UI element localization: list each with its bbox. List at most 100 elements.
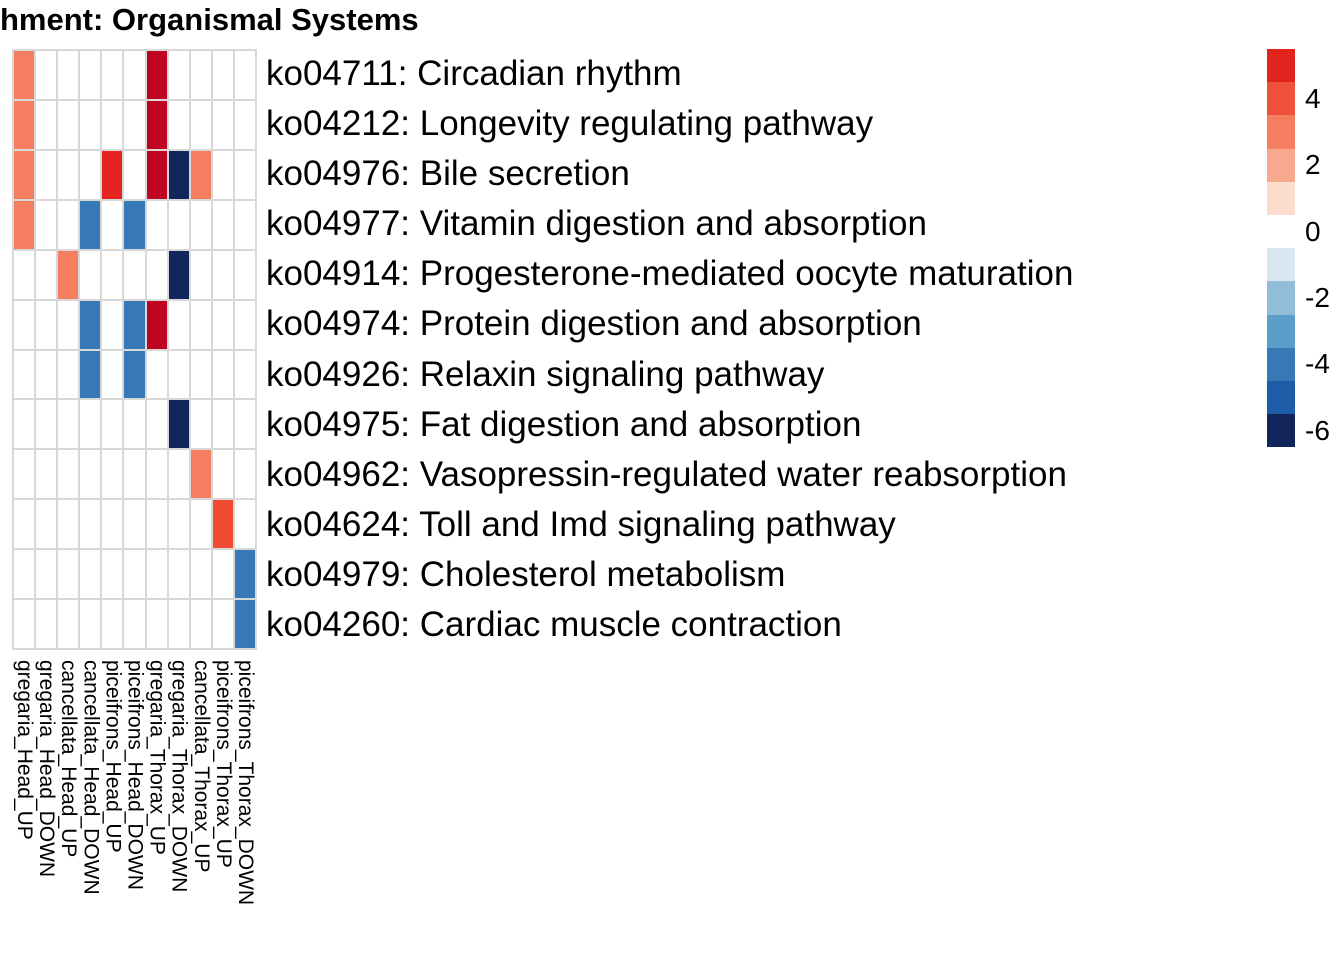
heatmap-cell-empty [58,51,79,99]
heatmap-cell-empty [14,500,35,549]
heatmap-cell-empty [58,100,79,149]
heatmap-cell-empty [58,500,79,549]
heatmap-cell-empty [168,450,189,499]
heatmap-cell-empty [234,100,255,149]
heatmap-cell-empty [212,100,233,149]
heatmap-cell-empty [58,300,79,349]
heatmap-cell-empty [168,300,189,349]
heatmap-cell-empty [146,450,167,499]
heatmap-cell-empty [36,450,57,499]
heatmap-cell [102,150,123,199]
heatmap-cell-empty [212,400,233,449]
heatmap-cell-empty [234,400,255,449]
heatmap-cell-empty [212,550,233,599]
heatmap-cell-empty [234,150,255,199]
legend-tick-label: -4 [1305,348,1330,380]
heatmap-cell-empty [36,250,57,299]
heatmap-cell-empty [190,250,211,299]
heatmap-cell [234,600,255,648]
heatmap-cell-empty [80,250,101,299]
legend-color-block [1267,181,1295,215]
heatmap-cell-empty [80,550,101,599]
legend-tick-label: 0 [1305,215,1321,247]
heatmap-cell [14,100,35,149]
heatmap-cell-empty [102,350,123,399]
heatmap-cell-empty [36,150,57,199]
heatmap-cell [80,350,101,399]
heatmap-cell-empty [36,100,57,149]
heatmap-cell-empty [168,350,189,399]
heatmap-cell-empty [212,200,233,249]
column-label: gregaria_Thorax_UP [145,660,169,855]
heatmap-cell [212,500,233,549]
heatmap-cell-empty [212,600,233,648]
row-label: ko04976: Bile secretion [266,154,630,194]
row-label: ko04914: Progesterone-mediated oocyte ma… [266,254,1074,294]
heatmap-cell-empty [102,550,123,599]
heatmap-cell-empty [124,100,145,149]
heatmap-cell-empty [146,500,167,549]
heatmap-cell-empty [190,500,211,549]
column-label: cancellata_Head_DOWN [79,660,103,895]
heatmap-cell-empty [124,550,145,599]
heatmap-cell [146,300,167,349]
column-label: gregaria_Thorax_DOWN [167,660,191,893]
heatmap-cell-empty [14,350,35,399]
heatmap-cell [146,100,167,149]
heatmap-cell-empty [102,300,123,349]
heatmap-cell-empty [190,300,211,349]
heatmap-cell-empty [190,51,211,99]
heatmap-cell-empty [36,51,57,99]
heatmap-cell [14,200,35,249]
heatmap-cell-empty [124,51,145,99]
heatmap-cell [146,51,167,99]
heatmap-cell-empty [212,250,233,299]
heatmap-cell-empty [36,400,57,449]
heatmap-cell-empty [190,600,211,648]
heatmap-cell [124,200,145,249]
column-label: cancellata_Head_UP [57,660,81,858]
heatmap-cell-empty [168,200,189,249]
heatmap-cell-empty [212,450,233,499]
heatmap-cell-empty [36,600,57,648]
heatmap-cell-empty [80,400,101,449]
legend-color-block [1267,214,1295,249]
heatmap-cell [234,550,255,599]
heatmap-cell-empty [190,400,211,449]
heatmap-cell-empty [14,250,35,299]
column-label: gregaria_Head_UP [13,660,37,840]
column-label: piceifrons_Thorax_DOWN [233,660,257,906]
legend-tick-label: -6 [1305,414,1330,446]
heatmap-cell-empty [36,300,57,349]
heatmap-cell [80,300,101,349]
heatmap-cell-empty [58,600,79,648]
row-label: ko04624: Toll and Imd signaling pathway [266,504,896,544]
heatmap-cell-empty [124,450,145,499]
heatmap-cell-empty [14,600,35,648]
heatmap-cell-empty [102,200,123,249]
heatmap-cell-empty [58,150,79,199]
heatmap-cell-empty [146,600,167,648]
heatmap-cell-empty [190,200,211,249]
heatmap-cell-empty [36,350,57,399]
heatmap-cell-empty [58,450,79,499]
heatmap-cell-empty [212,51,233,99]
column-label: piceifrons_Head_UP [101,660,125,853]
legend-color-block [1267,82,1295,116]
legend-color-block [1267,49,1295,83]
row-label: ko04260: Cardiac muscle contraction [266,605,842,645]
legend-color-block [1267,115,1295,149]
heatmap-cell [14,51,35,99]
heatmap-cell [58,250,79,299]
heatmap-cell-empty [36,550,57,599]
heatmap-cell-empty [234,250,255,299]
heatmap-cell-empty [14,450,35,499]
heatmap-grid [12,49,257,650]
heatmap-cell-empty [124,500,145,549]
heatmap-cell-empty [190,100,211,149]
heatmap-cell-empty [212,300,233,349]
heatmap-cell-empty [14,550,35,599]
heatmap-cell-empty [58,200,79,249]
heatmap-cell-empty [102,600,123,648]
